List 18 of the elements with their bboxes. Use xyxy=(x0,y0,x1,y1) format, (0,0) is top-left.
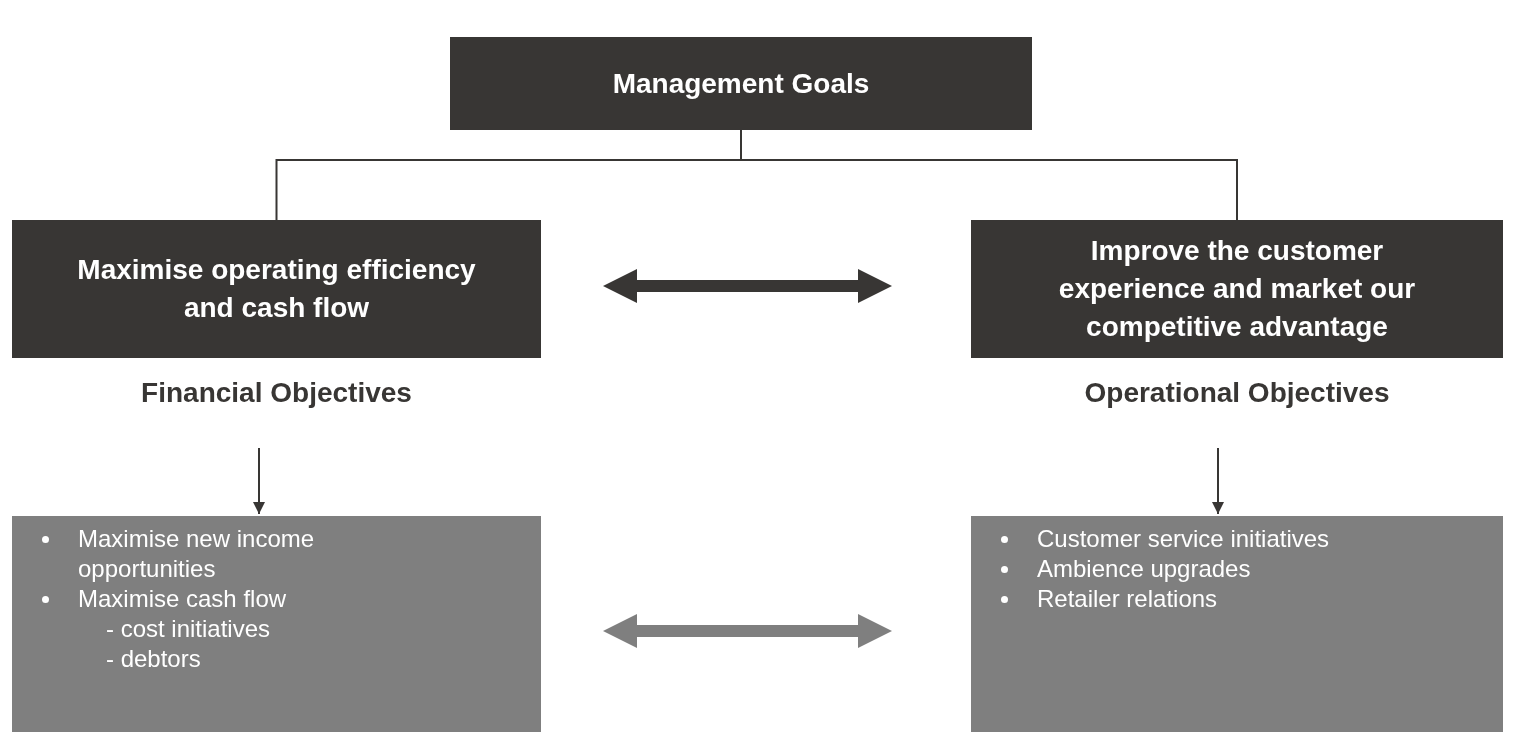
goal-box: Management Goals xyxy=(450,37,1032,130)
objective-box: Maximise operating efficiency and cash flow xyxy=(12,220,541,358)
objective-list-box xyxy=(971,516,1503,732)
arrow xyxy=(1212,447,1224,515)
list-item: Maximise cash flow xyxy=(78,584,287,614)
arrow xyxy=(603,269,892,303)
arrow xyxy=(603,614,892,648)
list-item: Retailer relations xyxy=(1037,584,1218,614)
list-item: - debtors xyxy=(106,644,201,674)
objective-heading: Financial Objectives xyxy=(141,376,412,410)
objective-list-box xyxy=(12,516,541,732)
list-item: Ambience upgrades xyxy=(1037,554,1251,584)
list-item: - cost initiatives xyxy=(106,614,271,644)
list-item: Customer service initiatives xyxy=(1037,524,1330,554)
arrow xyxy=(253,447,265,515)
objective-heading: Operational Objectives xyxy=(1084,376,1390,410)
objective-box: Improve the customer experience and market our competitive advantage xyxy=(971,220,1503,358)
list-item: Maximise new income opportunities xyxy=(78,524,316,584)
